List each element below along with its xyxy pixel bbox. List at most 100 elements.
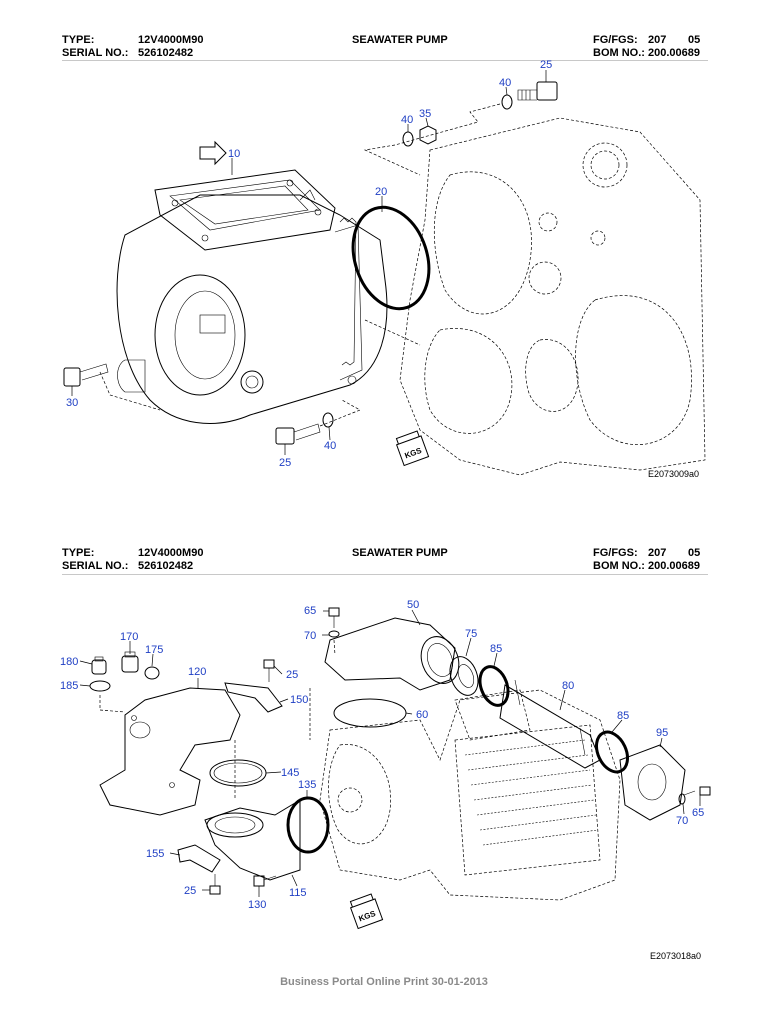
seal-175 — [144, 666, 160, 680]
washer-40-top — [501, 94, 513, 110]
seal-85-upper — [478, 665, 510, 707]
page1-header-rule — [62, 60, 708, 61]
page1-header: TYPE: 12V4000M90 SERIAL NO.: 526102482 — [62, 34, 203, 60]
page2-header-rule — [62, 574, 708, 575]
view-arrow — [199, 140, 227, 166]
bom-value: 200.00689 — [648, 560, 700, 572]
washer-70-top — [328, 630, 340, 638]
callout-35: 35 — [419, 108, 431, 120]
washer-40-bottom — [322, 412, 334, 428]
elbow-50 — [324, 617, 460, 691]
callout-40: 40 — [324, 440, 336, 452]
seawater-pump-body — [116, 169, 388, 424]
washer-40-mid — [402, 131, 414, 147]
type-value: 12V4000M90 — [138, 547, 204, 559]
callout-10: 10 — [228, 148, 240, 160]
callout-25: 25 — [279, 457, 291, 469]
callout-30: 30 — [66, 397, 78, 409]
callout-180: 180 — [60, 656, 78, 668]
callout-115: 115 — [289, 887, 307, 899]
callout-40: 40 — [401, 114, 413, 126]
flange-95 — [619, 744, 686, 821]
page1-title: SEAWATER PUMP — [352, 34, 448, 46]
washer-70-right — [678, 793, 686, 805]
pipe-80 — [499, 679, 601, 769]
callout-145: 145 — [281, 767, 299, 779]
fg-sub: 05 — [688, 547, 701, 559]
drawing-reference: E2073009a0 — [648, 469, 700, 479]
bolt-25-lower — [209, 874, 221, 895]
manifold-120 — [99, 687, 241, 816]
bom-value: 200.00689 — [648, 47, 700, 59]
callout-25: 25 — [286, 669, 298, 681]
fg-label: FG/FGS: — [593, 547, 638, 559]
fg-value: 207 — [648, 547, 667, 559]
engine-block-outline — [399, 117, 706, 476]
fg-label: FG/FGS: — [593, 34, 638, 46]
callout-80: 80 — [562, 680, 574, 692]
plug-170 — [121, 651, 139, 673]
bolt-30 — [63, 363, 109, 387]
callout-120: 120 — [188, 666, 206, 678]
serial-value: 526102482 — [138, 560, 194, 572]
callout-40: 40 — [499, 77, 511, 89]
page2-header-right: FG/FGS: 207 05 BOM NO.:200.00689 — [593, 547, 700, 573]
callout-50: 50 — [407, 599, 419, 611]
page1-exploded-drawing: 40 25 40 35 10 20 30 25 40 KGS — [63, 60, 706, 476]
gasket-60 — [333, 698, 407, 728]
drawing-reference: E2073018a0 — [650, 951, 702, 961]
bracket-155 — [177, 844, 221, 873]
type-value: 12V4000M90 — [138, 34, 204, 46]
plug-180 — [91, 656, 107, 675]
callout-75: 75 — [465, 628, 477, 640]
kgs-stamp: KGS — [349, 893, 384, 930]
fg-value: 207 — [648, 34, 667, 46]
bolt-65-top — [328, 607, 340, 628]
page1-header-right: FG/FGS: 207 05 BOM NO.:200.00689 — [593, 34, 700, 60]
callout-70: 70 — [676, 815, 688, 827]
type-label: TYPE: — [62, 547, 95, 559]
callout-65: 65 — [692, 807, 704, 819]
callout-170: 170 — [120, 631, 138, 643]
bom-label: BOM NO.: — [593, 560, 645, 572]
callout-95: 95 — [656, 727, 668, 739]
callout-70: 70 — [304, 630, 316, 642]
serial-label: SERIAL NO.: — [62, 560, 129, 572]
ring-75 — [449, 656, 479, 696]
ring-145 — [209, 759, 267, 787]
page2-header: TYPE: 12V4000M90 SERIAL NO.: 526102482 — [62, 547, 203, 573]
serial-value: 526102482 — [138, 47, 194, 59]
print-footer: Business Portal Online Print 30-01-2013 — [280, 976, 488, 988]
housing-115 — [204, 799, 301, 881]
serial-label: SERIAL NO.: — [62, 47, 129, 59]
callout-20: 20 — [375, 186, 387, 198]
bolt-65-right — [683, 786, 711, 796]
seal-185 — [89, 680, 111, 692]
type-label: TYPE: — [62, 34, 95, 46]
bom-label: BOM NO.: — [593, 47, 645, 59]
callout-175: 175 — [145, 644, 163, 656]
bracket-150 — [224, 682, 283, 713]
fg-sub: 05 — [688, 34, 701, 46]
kgs-stamp: KGS — [395, 430, 430, 467]
callout-60: 60 — [416, 709, 428, 721]
bolt-25-upper — [263, 659, 275, 682]
callout-135: 135 — [298, 779, 316, 791]
callout-25: 25 — [540, 60, 552, 71]
nut-35 — [419, 125, 437, 145]
engine-block-outline — [319, 689, 621, 901]
callout-25: 25 — [184, 885, 196, 897]
callout-185: 185 — [60, 680, 78, 692]
callout-155: 155 — [146, 848, 164, 860]
page2-exploded-drawing: 65 50 70 170 75 85 180 175 120 25 80 185… — [60, 599, 711, 930]
callout-85: 85 — [617, 710, 629, 722]
page2-title: SEAWATER PUMP — [352, 547, 448, 559]
bolt-25-bottom — [275, 423, 321, 445]
o-ring-135 — [286, 796, 330, 854]
callout-130: 130 — [248, 899, 266, 911]
o-ring-20 — [351, 205, 431, 311]
callout-85: 85 — [490, 643, 502, 655]
callout-65: 65 — [304, 605, 316, 617]
bolt-25-top — [517, 81, 558, 101]
callout-150: 150 — [290, 694, 308, 706]
